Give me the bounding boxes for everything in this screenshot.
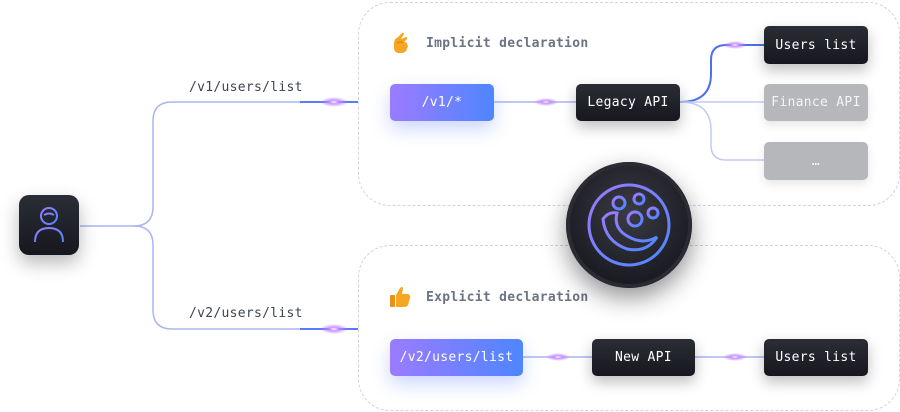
explicit-title-text: Explicit declaration [426, 289, 589, 305]
wire-legacy-to-users [679, 44, 764, 103]
node-more[interactable]: … [764, 142, 868, 180]
sparkle-effects [320, 41, 747, 361]
gateway-logo [566, 162, 692, 288]
thumbs-up-icon [388, 285, 412, 309]
wire-avatar-v2 [133, 225, 358, 330]
explicit-title: Explicit declaration [388, 285, 589, 309]
wire-avatar-trunk [80, 101, 358, 227]
wire-legacy-to-more [679, 101, 764, 161]
node-new-api[interactable]: New API [592, 339, 695, 376]
user-avatar [19, 195, 79, 255]
node-legacy-api[interactable]: Legacy API [576, 84, 680, 121]
node-users-list-implicit[interactable]: Users list [764, 26, 868, 64]
route-v2-label: /v2/users/list [189, 306, 303, 321]
gateway-logo-icon [587, 183, 671, 267]
node-v2-users-list[interactable]: /v2/users/list [390, 339, 523, 376]
node-users-list-explicit[interactable]: Users list [764, 339, 868, 376]
node-finance-api[interactable]: Finance API [764, 84, 868, 121]
implicit-title: Implicit declaration [388, 31, 589, 55]
fingers-crossed-icon [388, 31, 412, 55]
route-v1-label: /v1/users/list [189, 80, 303, 95]
node-v1-wildcard[interactable]: /v1/* [390, 84, 494, 121]
implicit-title-text: Implicit declaration [426, 35, 589, 51]
user-icon [34, 207, 64, 243]
